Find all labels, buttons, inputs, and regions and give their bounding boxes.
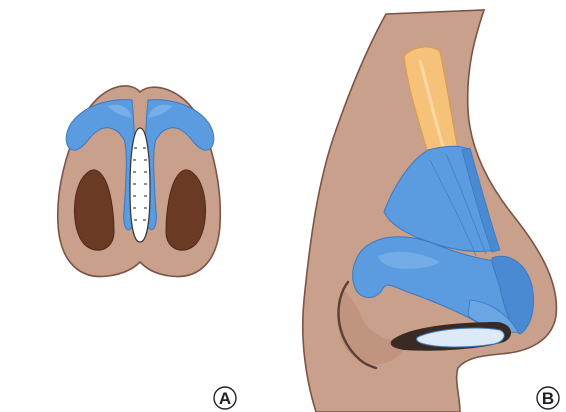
panel-label-a-text: A	[219, 389, 231, 408]
columellar-strut-graft	[130, 128, 150, 242]
panel-label-a: A	[214, 387, 236, 409]
panel-label-b: B	[537, 387, 559, 409]
panel-label-b-text: B	[542, 389, 554, 408]
panel-b-lateral-view	[303, 10, 557, 412]
panel-a-basal-view	[58, 86, 221, 277]
